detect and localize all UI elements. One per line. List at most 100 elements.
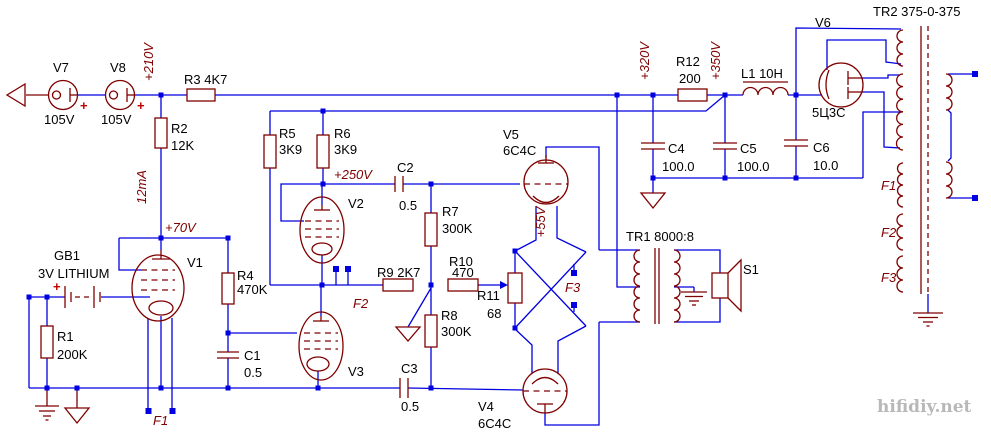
label-tr2: TR2 375-0-375 [873,4,960,19]
label-c6: C6 [813,140,830,155]
label-r9: R9 2K7 [377,265,420,280]
label-c3: C3 [401,361,418,376]
transformer-TR2: TR2 375-0-375 F1 F2 F3 [873,4,960,294]
value-r2: 12K [171,138,194,153]
value-r10: 470 [452,265,474,280]
resistor-R12: R12 200 [676,54,708,102]
value-v6: 5Ц3С [812,105,845,120]
terminal-f3-b [571,302,577,308]
value-c3: 0.5 [401,399,419,414]
battery-V8: V8 105V + [101,60,145,127]
plus-gb1: + [53,279,61,294]
value-c1: 0.5 [244,365,262,380]
label-r10: R10 [449,254,473,269]
tube-V4: V4 6C4C [478,368,568,431]
transformer-TR1: TR1 8000:8 [626,229,694,324]
value-r12: 200 [679,71,701,86]
annotation-320v: +320V [637,41,652,80]
annotation-f2: F2 [353,296,369,311]
label-v8: V8 [110,60,126,75]
capacitor-C1: C1 0.5 [217,348,262,380]
value-r6: 3K9 [334,142,357,157]
value-c5: 100.0 [737,159,770,174]
ground-hatched-left [35,388,59,421]
label-c2: C2 [397,160,414,175]
label-c5: C5 [740,141,757,156]
ground-triangle-driver [394,326,422,342]
ground-triangle-psu [639,192,667,210]
battery-V7: V7 105V + [44,60,88,127]
label-r4: R4 [237,268,254,283]
label-v5: V5 [503,127,519,142]
label-r3: R3 4K7 [184,72,227,87]
junction-dots [26,92,799,391]
resistor-R2: R2 12K [154,117,194,153]
value-r7: 300K [442,221,473,236]
label-r6: R6 [334,126,351,141]
annotation-55v: +55V [533,205,548,237]
value-r1: 200K [57,347,88,362]
inductor-L1: L1 10H [741,66,789,96]
resistor-R5: R5 3K9 [263,126,302,169]
annotations: +210V 12mA +70V +250V +320V +350V +55V F… [134,41,723,428]
terminal-mains-b [972,195,978,201]
terminals [145,71,978,414]
watermark: hifidiy.net [877,397,972,417]
terminal-mains-a [972,71,978,77]
label-tr2-f3: F3 [881,270,897,285]
label-v3: V3 [348,364,364,379]
resistor-R10: R10 470 [447,254,479,292]
annotation-70v: +70V [165,220,197,235]
ground-hatched-tr1 [681,291,707,306]
label-r8: R8 [441,308,458,323]
annotation-250v: +250V [334,167,373,182]
value-gb1: 3V LITHIUM [38,266,110,281]
capacitor-C4: C4 100.0 [641,141,695,174]
label-s1: S1 [743,262,759,277]
terminal-f1-a [145,408,152,414]
terminal-f3-a [571,270,577,276]
label-v1: V1 [187,255,203,270]
capacitor-C2: C2 0.5 [394,160,417,213]
value-r4: 470K [237,282,268,297]
value-r11: 68 [487,306,501,321]
value-v8: 105V [101,112,132,127]
label-r7: R7 [442,204,459,219]
terminal-f2-a [333,266,339,272]
value-v4: 6C4C [478,416,511,431]
label-c1: C1 [244,348,261,363]
label-v7: V7 [53,60,69,75]
capacitor-C3: C3 0.5 [399,361,419,414]
wiper-arrow-icon [500,281,508,289]
label-c4: C4 [668,141,685,156]
value-r8: 300K [441,324,472,339]
tube-V3: V3 [298,311,364,381]
label-tr1: TR1 8000:8 [626,229,694,244]
input-arrow [5,82,26,108]
label-r11: R11 [477,288,500,303]
label-v2: V2 [348,196,364,211]
label-r1: R1 [57,329,74,344]
label-gb1: GB1 [54,248,80,263]
label-v4: V4 [478,399,494,414]
battery-GB1: + GB1 3V LITHIUM [38,248,110,308]
value-r5: 3K9 [279,142,302,157]
tube-V5: V5 6C4C [503,127,569,205]
ground-triangle-left [63,388,91,425]
value-v7: 105V [44,112,75,127]
capacitor-C5: C5 100.0 [713,141,770,174]
value-c6: 10.0 [813,158,838,173]
label-v6: V6 [815,15,831,30]
resistor-R8: R8 300K [424,308,472,348]
tube-V6: V6 5Ц3С [812,15,864,120]
capacitor-C6: C6 10.0 [784,139,838,173]
label-tr2-f2: F2 [881,225,897,240]
resistor-R9: R9 2K7 [377,265,420,292]
tube-V1: V1 [131,250,203,322]
annotation-f3: F3 [565,280,581,295]
ground-hatched-tr2 [913,312,943,327]
label-l1: L1 10H [741,66,783,81]
wires [26,27,972,426]
